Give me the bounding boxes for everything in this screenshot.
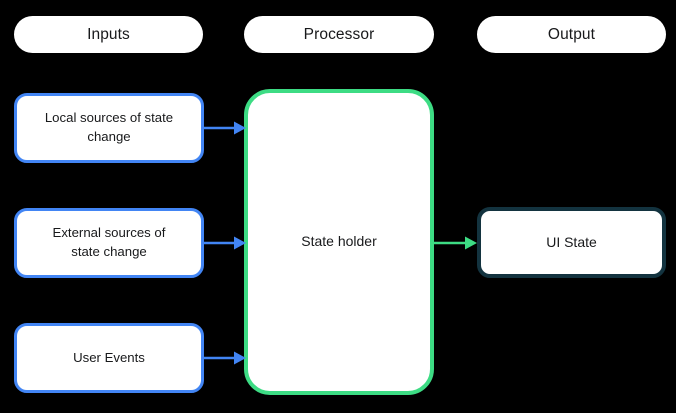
arrow-external-sources-to-state-holder bbox=[204, 236, 246, 250]
column-header-output-label: Output bbox=[547, 25, 596, 43]
node-ui-state: UI State bbox=[477, 207, 666, 278]
node-state-holder: State holder bbox=[244, 89, 434, 395]
column-header-processor: Processor bbox=[244, 16, 434, 53]
node-local-sources-of-state-change: Local sources of state change bbox=[14, 93, 204, 163]
column-header-inputs: Inputs bbox=[14, 16, 203, 53]
column-header-inputs-label: Inputs bbox=[87, 25, 130, 43]
column-header-output: Output bbox=[477, 16, 666, 53]
node-user-events-label: User Events bbox=[73, 349, 145, 365]
arrow-user-events-to-state-holder bbox=[204, 351, 246, 365]
arrow-state-holder-to-ui-state bbox=[434, 236, 477, 250]
node-ui-state-label: UI State bbox=[546, 233, 597, 250]
node-local-sources-label: Local sources of state change bbox=[44, 110, 174, 144]
column-header-processor-label: Processor bbox=[303, 25, 375, 43]
node-external-sources-of-state-change: External sources of state change bbox=[14, 208, 204, 278]
node-external-sources-label: External sources of state change bbox=[52, 225, 166, 259]
node-user-events: User Events bbox=[14, 323, 204, 393]
arrow-local-sources-to-state-holder bbox=[204, 121, 246, 135]
node-state-holder-label: State holder bbox=[301, 233, 377, 250]
